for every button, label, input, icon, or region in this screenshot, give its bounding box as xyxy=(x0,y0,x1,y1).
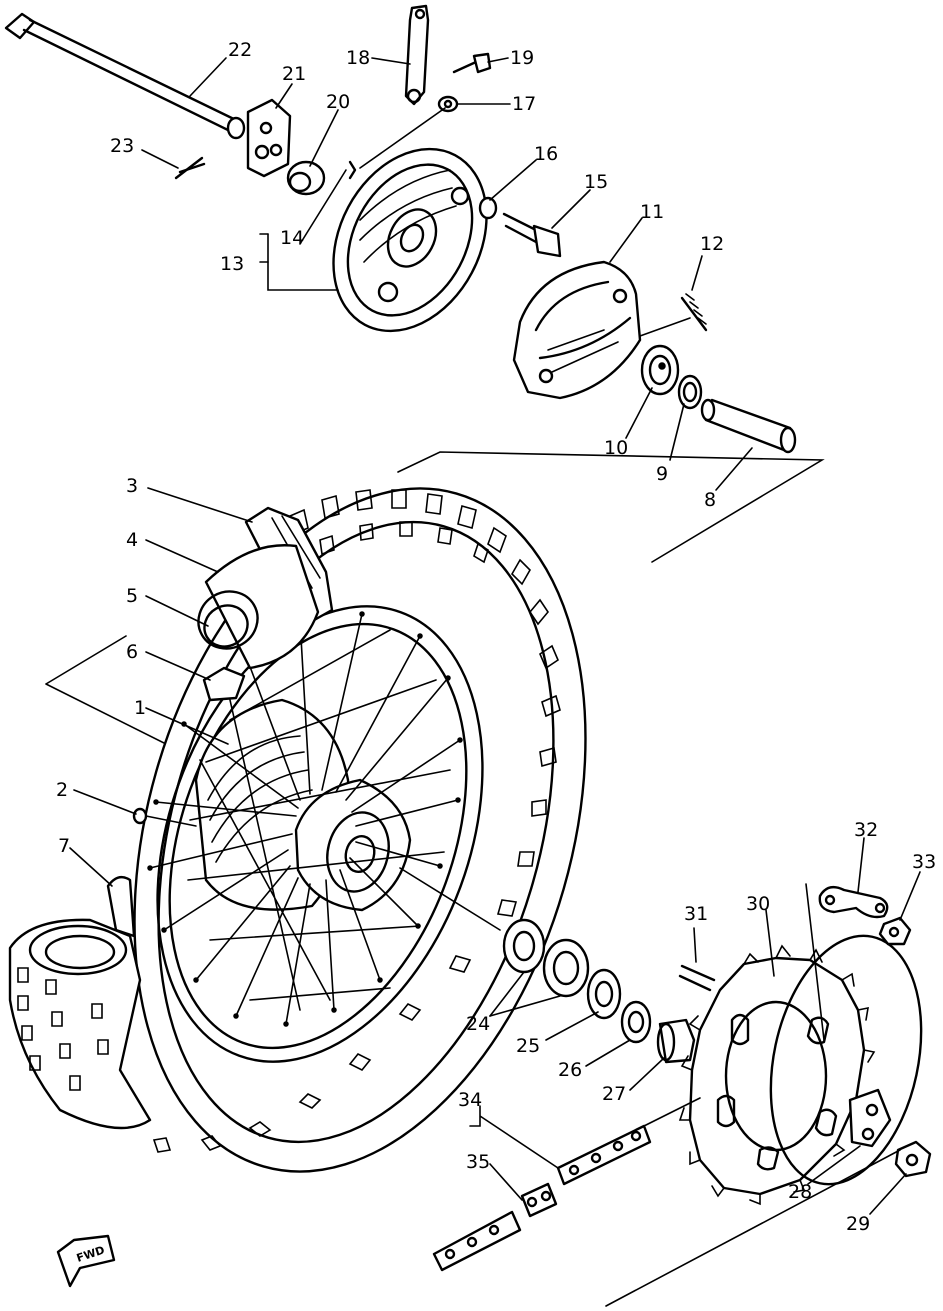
sprocket-seal xyxy=(620,1000,652,1044)
callout-18: 18 xyxy=(346,47,370,69)
callout-22: 22 xyxy=(228,39,252,61)
axle-nut xyxy=(894,1140,932,1178)
lever-bolt xyxy=(452,52,492,74)
sprocket-collar xyxy=(656,1018,696,1064)
callout-31: 31 xyxy=(684,903,708,925)
callout-25: 25 xyxy=(516,1035,540,1057)
chain-joint xyxy=(432,1182,558,1272)
collar xyxy=(286,160,326,196)
sprocket-nut xyxy=(878,916,912,946)
callout-4: 4 xyxy=(126,529,138,551)
brake-bolt xyxy=(348,160,357,180)
callout-19: 19 xyxy=(510,47,534,69)
brake-shoes xyxy=(512,260,642,400)
inner-tube xyxy=(197,544,320,670)
callout-23: 23 xyxy=(110,135,134,157)
callout-12: 12 xyxy=(700,233,724,255)
hub-bearing xyxy=(640,344,680,396)
rim-lock xyxy=(202,666,246,702)
axle-plate xyxy=(246,98,292,178)
rear-wheel xyxy=(133,487,587,1173)
callout-9: 9 xyxy=(656,463,668,485)
leader-lines xyxy=(69,57,921,1215)
spokes xyxy=(149,613,461,1025)
drive-chain xyxy=(556,1097,701,1186)
callout-33: 33 xyxy=(912,851,936,873)
washer xyxy=(437,95,459,113)
callout-21: 21 xyxy=(282,63,306,85)
callout-11: 11 xyxy=(640,201,664,223)
callout-7: 7 xyxy=(58,835,70,857)
callout-15: 15 xyxy=(584,171,608,193)
callout-1: 1 xyxy=(134,697,146,719)
callout-14: 14 xyxy=(280,227,304,249)
cotter-pin xyxy=(174,156,206,180)
callout-8: 8 xyxy=(704,489,716,511)
callout-2: 2 xyxy=(56,779,68,801)
callout-20: 20 xyxy=(326,91,350,113)
oil-seal xyxy=(677,374,703,410)
callout-16: 16 xyxy=(534,143,558,165)
sprocket-bolt xyxy=(678,964,716,992)
spacer-tube xyxy=(700,398,797,454)
cam-lever xyxy=(404,4,430,106)
rear-axle xyxy=(4,12,246,140)
lock-plate xyxy=(805,883,889,1041)
spoke-nipple-detail xyxy=(132,807,197,827)
cam-washer xyxy=(478,196,498,220)
callout-labels: 22 21 20 23 18 19 17 16 15 11 12 14 13 1… xyxy=(56,39,936,1235)
shoe-spring xyxy=(680,293,708,332)
sprocket-bearing xyxy=(586,968,622,1020)
rear-sprocket xyxy=(678,934,923,1206)
callout-29: 29 xyxy=(846,1213,870,1235)
callout-26: 26 xyxy=(558,1059,582,1081)
tire-cutaway xyxy=(8,875,152,1130)
callout-30: 30 xyxy=(746,893,770,915)
callout-13: 13 xyxy=(220,253,244,275)
wheel-bearings xyxy=(502,918,590,998)
fwd-arrow: FWD xyxy=(56,1234,116,1288)
tire-tread xyxy=(152,489,561,1153)
callout-10: 10 xyxy=(604,437,628,459)
callout-24: 24 xyxy=(466,1013,490,1035)
callout-6: 6 xyxy=(126,641,138,663)
callout-27: 27 xyxy=(602,1083,626,1105)
rim-band xyxy=(203,604,249,648)
callout-32: 32 xyxy=(854,819,878,841)
callout-3: 3 xyxy=(126,475,138,497)
brake-camshaft xyxy=(502,212,562,258)
callout-28: 28 xyxy=(788,1181,812,1203)
brake-shoe-plate xyxy=(332,147,488,333)
callout-35: 35 xyxy=(466,1151,490,1173)
callout-17: 17 xyxy=(512,93,536,115)
callout-5: 5 xyxy=(126,585,138,607)
callout-34: 34 xyxy=(458,1089,482,1111)
